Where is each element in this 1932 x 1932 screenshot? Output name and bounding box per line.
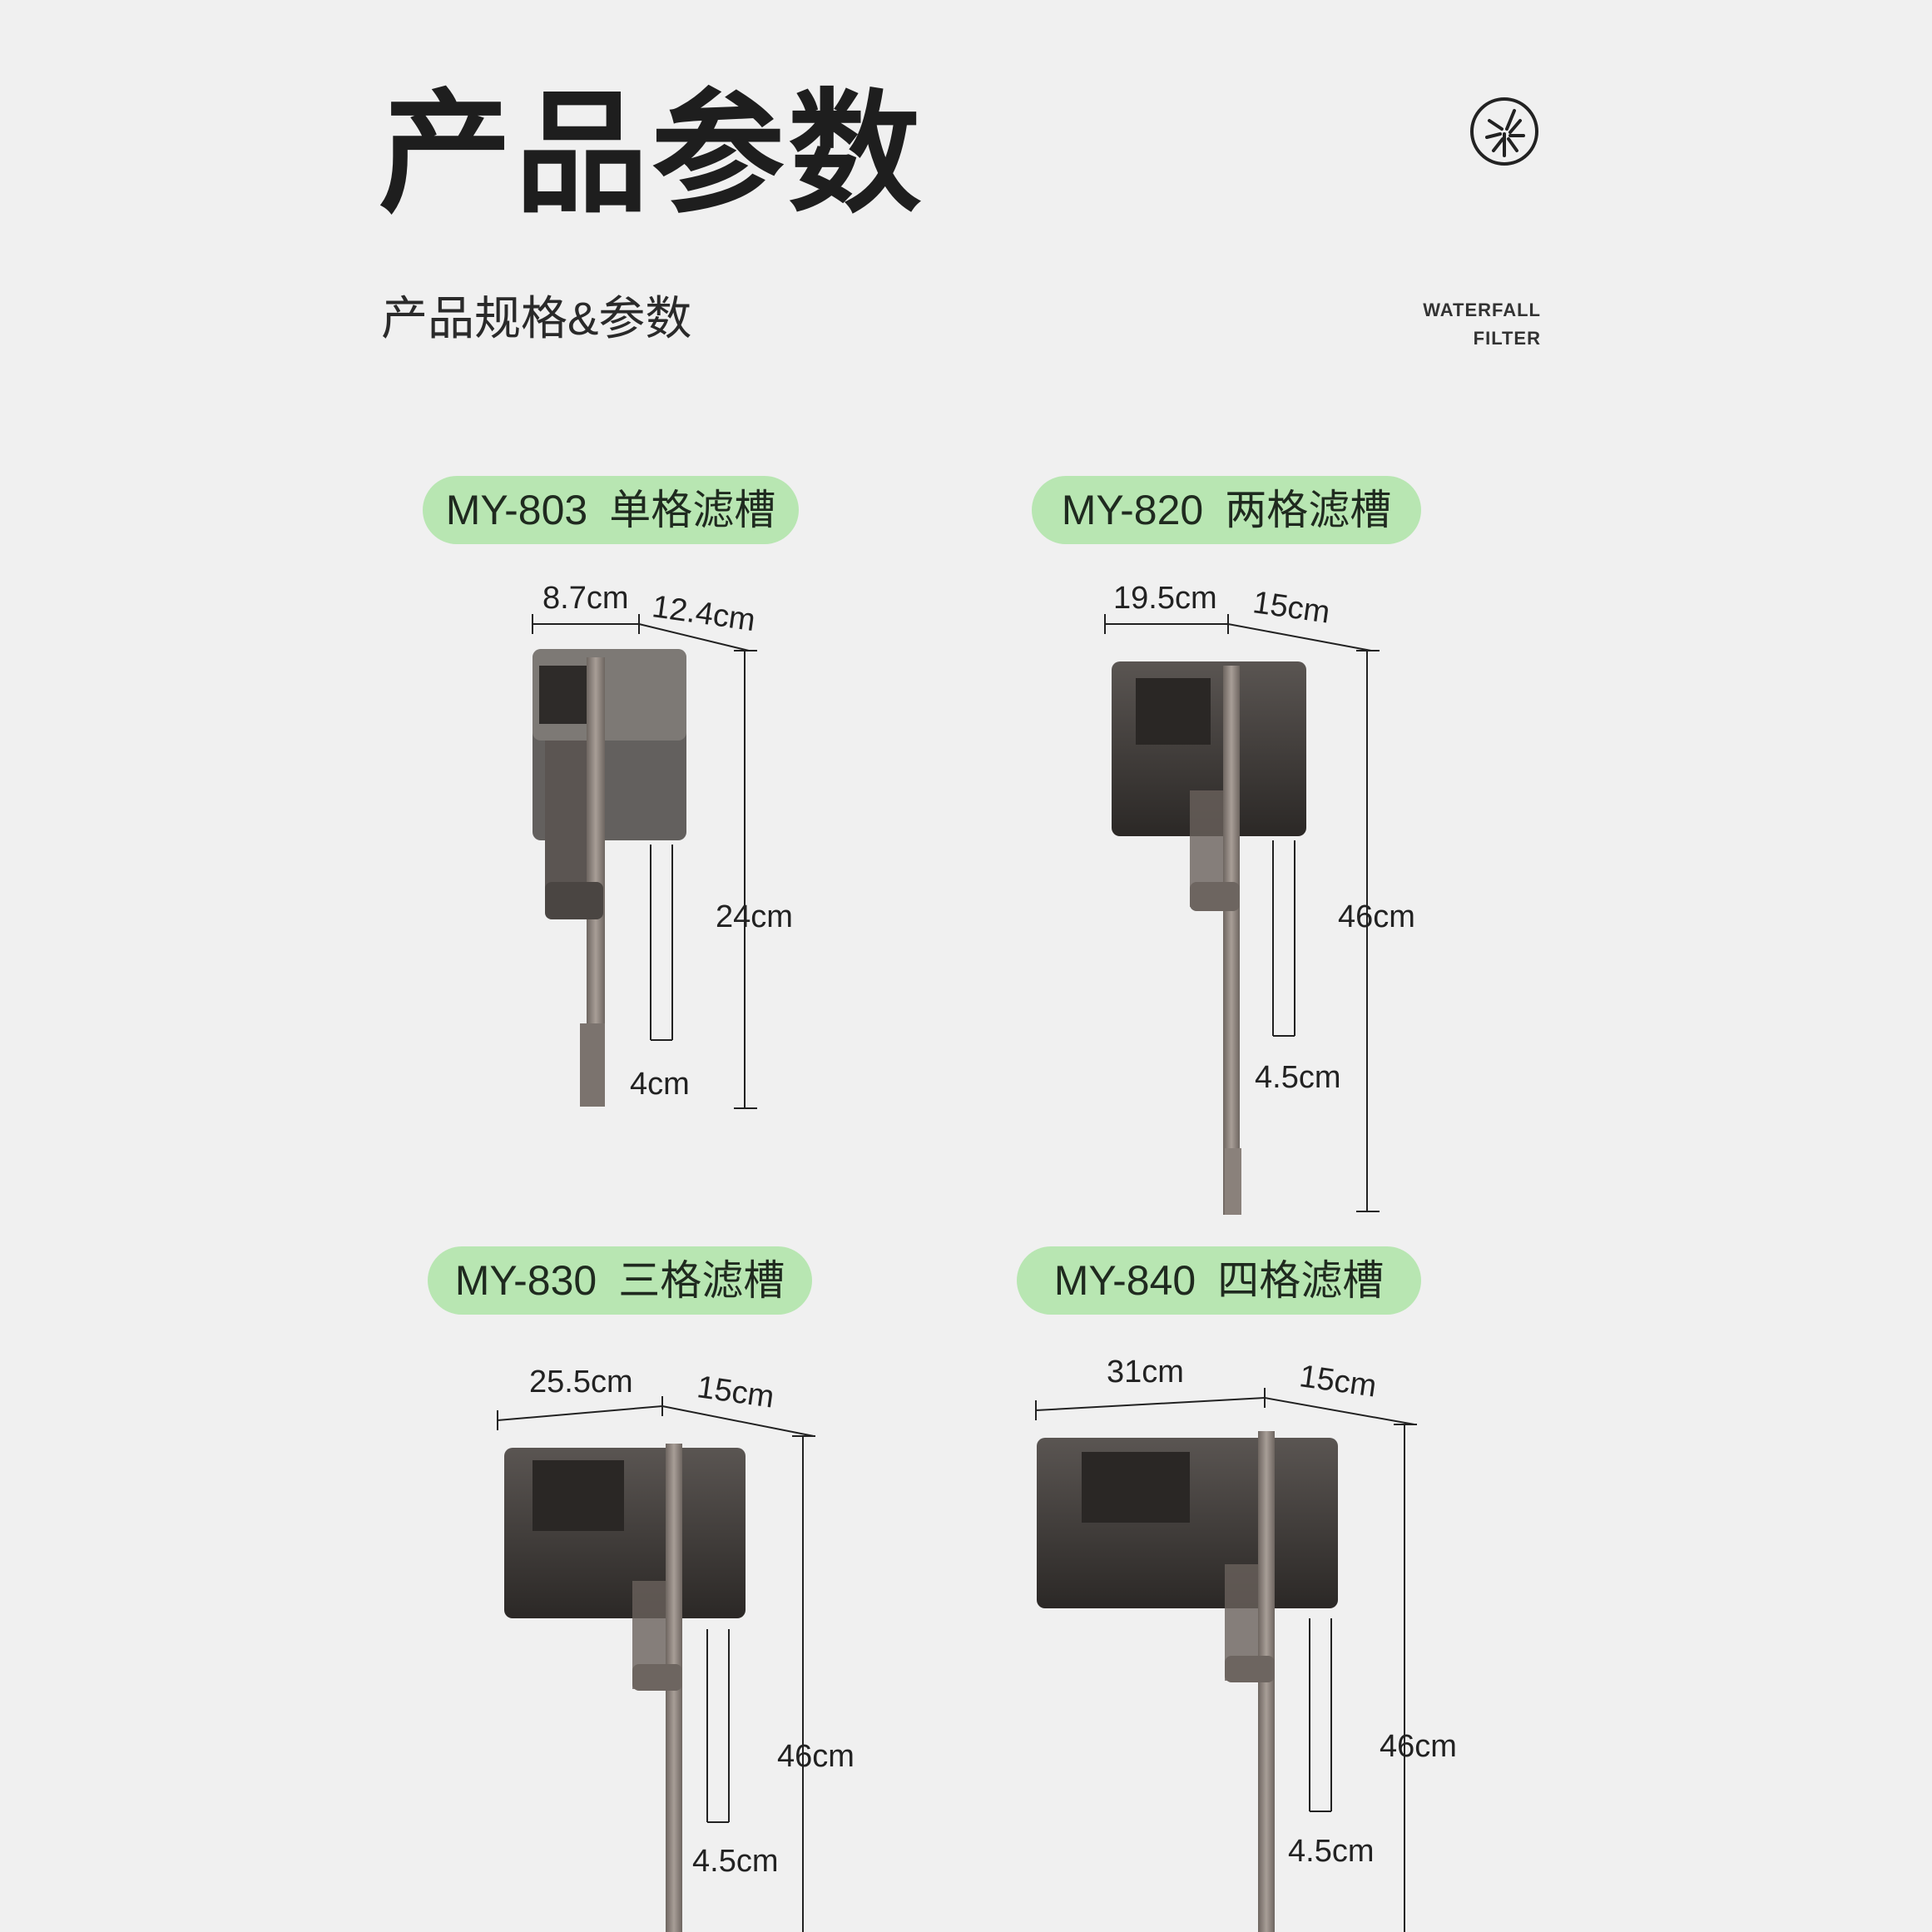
dim-height-my-803: 24cm bbox=[716, 899, 793, 934]
waterfall-brand-logo-icon bbox=[1470, 97, 1538, 166]
dim-inner-my-820: 4.5cm bbox=[1255, 1060, 1341, 1095]
page-subtitle: 产品规格&参数 bbox=[381, 292, 692, 344]
model-pill-my-803: MY-803 单格滤槽 bbox=[423, 476, 799, 544]
model-code: MY-840 bbox=[1053, 1257, 1196, 1304]
model-name: 两格滤槽 bbox=[1225, 487, 1392, 533]
model-name: 三格滤槽 bbox=[618, 1257, 785, 1304]
dim-inner-my-803: 4cm bbox=[630, 1067, 690, 1102]
model-code: MY-830 bbox=[454, 1257, 597, 1304]
brand-line-1: WATERFALL bbox=[1423, 300, 1541, 320]
product-image-my-820 bbox=[1112, 661, 1306, 1215]
model-pill-my-820: MY-820 两格滤槽 bbox=[1032, 476, 1421, 544]
model-name: 四格滤槽 bbox=[1217, 1257, 1385, 1304]
dimension-lines-my-803 bbox=[532, 614, 757, 1109]
model-code: MY-820 bbox=[1061, 487, 1204, 533]
model-pill-my-830: MY-830 三格滤槽 bbox=[428, 1246, 812, 1315]
brand-english-name: WATERFALL FILTER bbox=[1423, 296, 1541, 353]
model-code: MY-803 bbox=[445, 487, 588, 533]
dim-height-my-840: 46cm bbox=[1380, 1729, 1457, 1764]
page-title: 产品参数 bbox=[379, 79, 925, 228]
dim-inner-my-830: 4.5cm bbox=[692, 1844, 779, 1879]
dim-width-my-830: 25.5cm bbox=[529, 1365, 633, 1399]
brand-line-2: FILTER bbox=[1473, 328, 1541, 349]
dim-width-my-803: 8.7cm bbox=[542, 581, 629, 616]
dimension-lines-my-840 bbox=[1035, 1388, 1417, 1932]
product-image-my-830 bbox=[504, 1444, 746, 1932]
dim-height-my-830: 46cm bbox=[777, 1739, 855, 1774]
product-image-my-840 bbox=[1037, 1431, 1338, 1932]
dim-inner-my-840: 4.5cm bbox=[1288, 1834, 1375, 1869]
product-image-my-803 bbox=[533, 649, 686, 1107]
model-name: 单格滤槽 bbox=[609, 487, 776, 533]
dim-height-my-820: 46cm bbox=[1338, 899, 1415, 934]
dim-width-my-840: 31cm bbox=[1107, 1355, 1184, 1390]
dim-width-my-820: 19.5cm bbox=[1113, 581, 1217, 616]
dimension-lines-my-830 bbox=[497, 1396, 815, 1932]
dimension-lines-my-820 bbox=[1104, 614, 1380, 1212]
model-pill-my-840: MY-840 四格滤槽 bbox=[1017, 1246, 1421, 1315]
